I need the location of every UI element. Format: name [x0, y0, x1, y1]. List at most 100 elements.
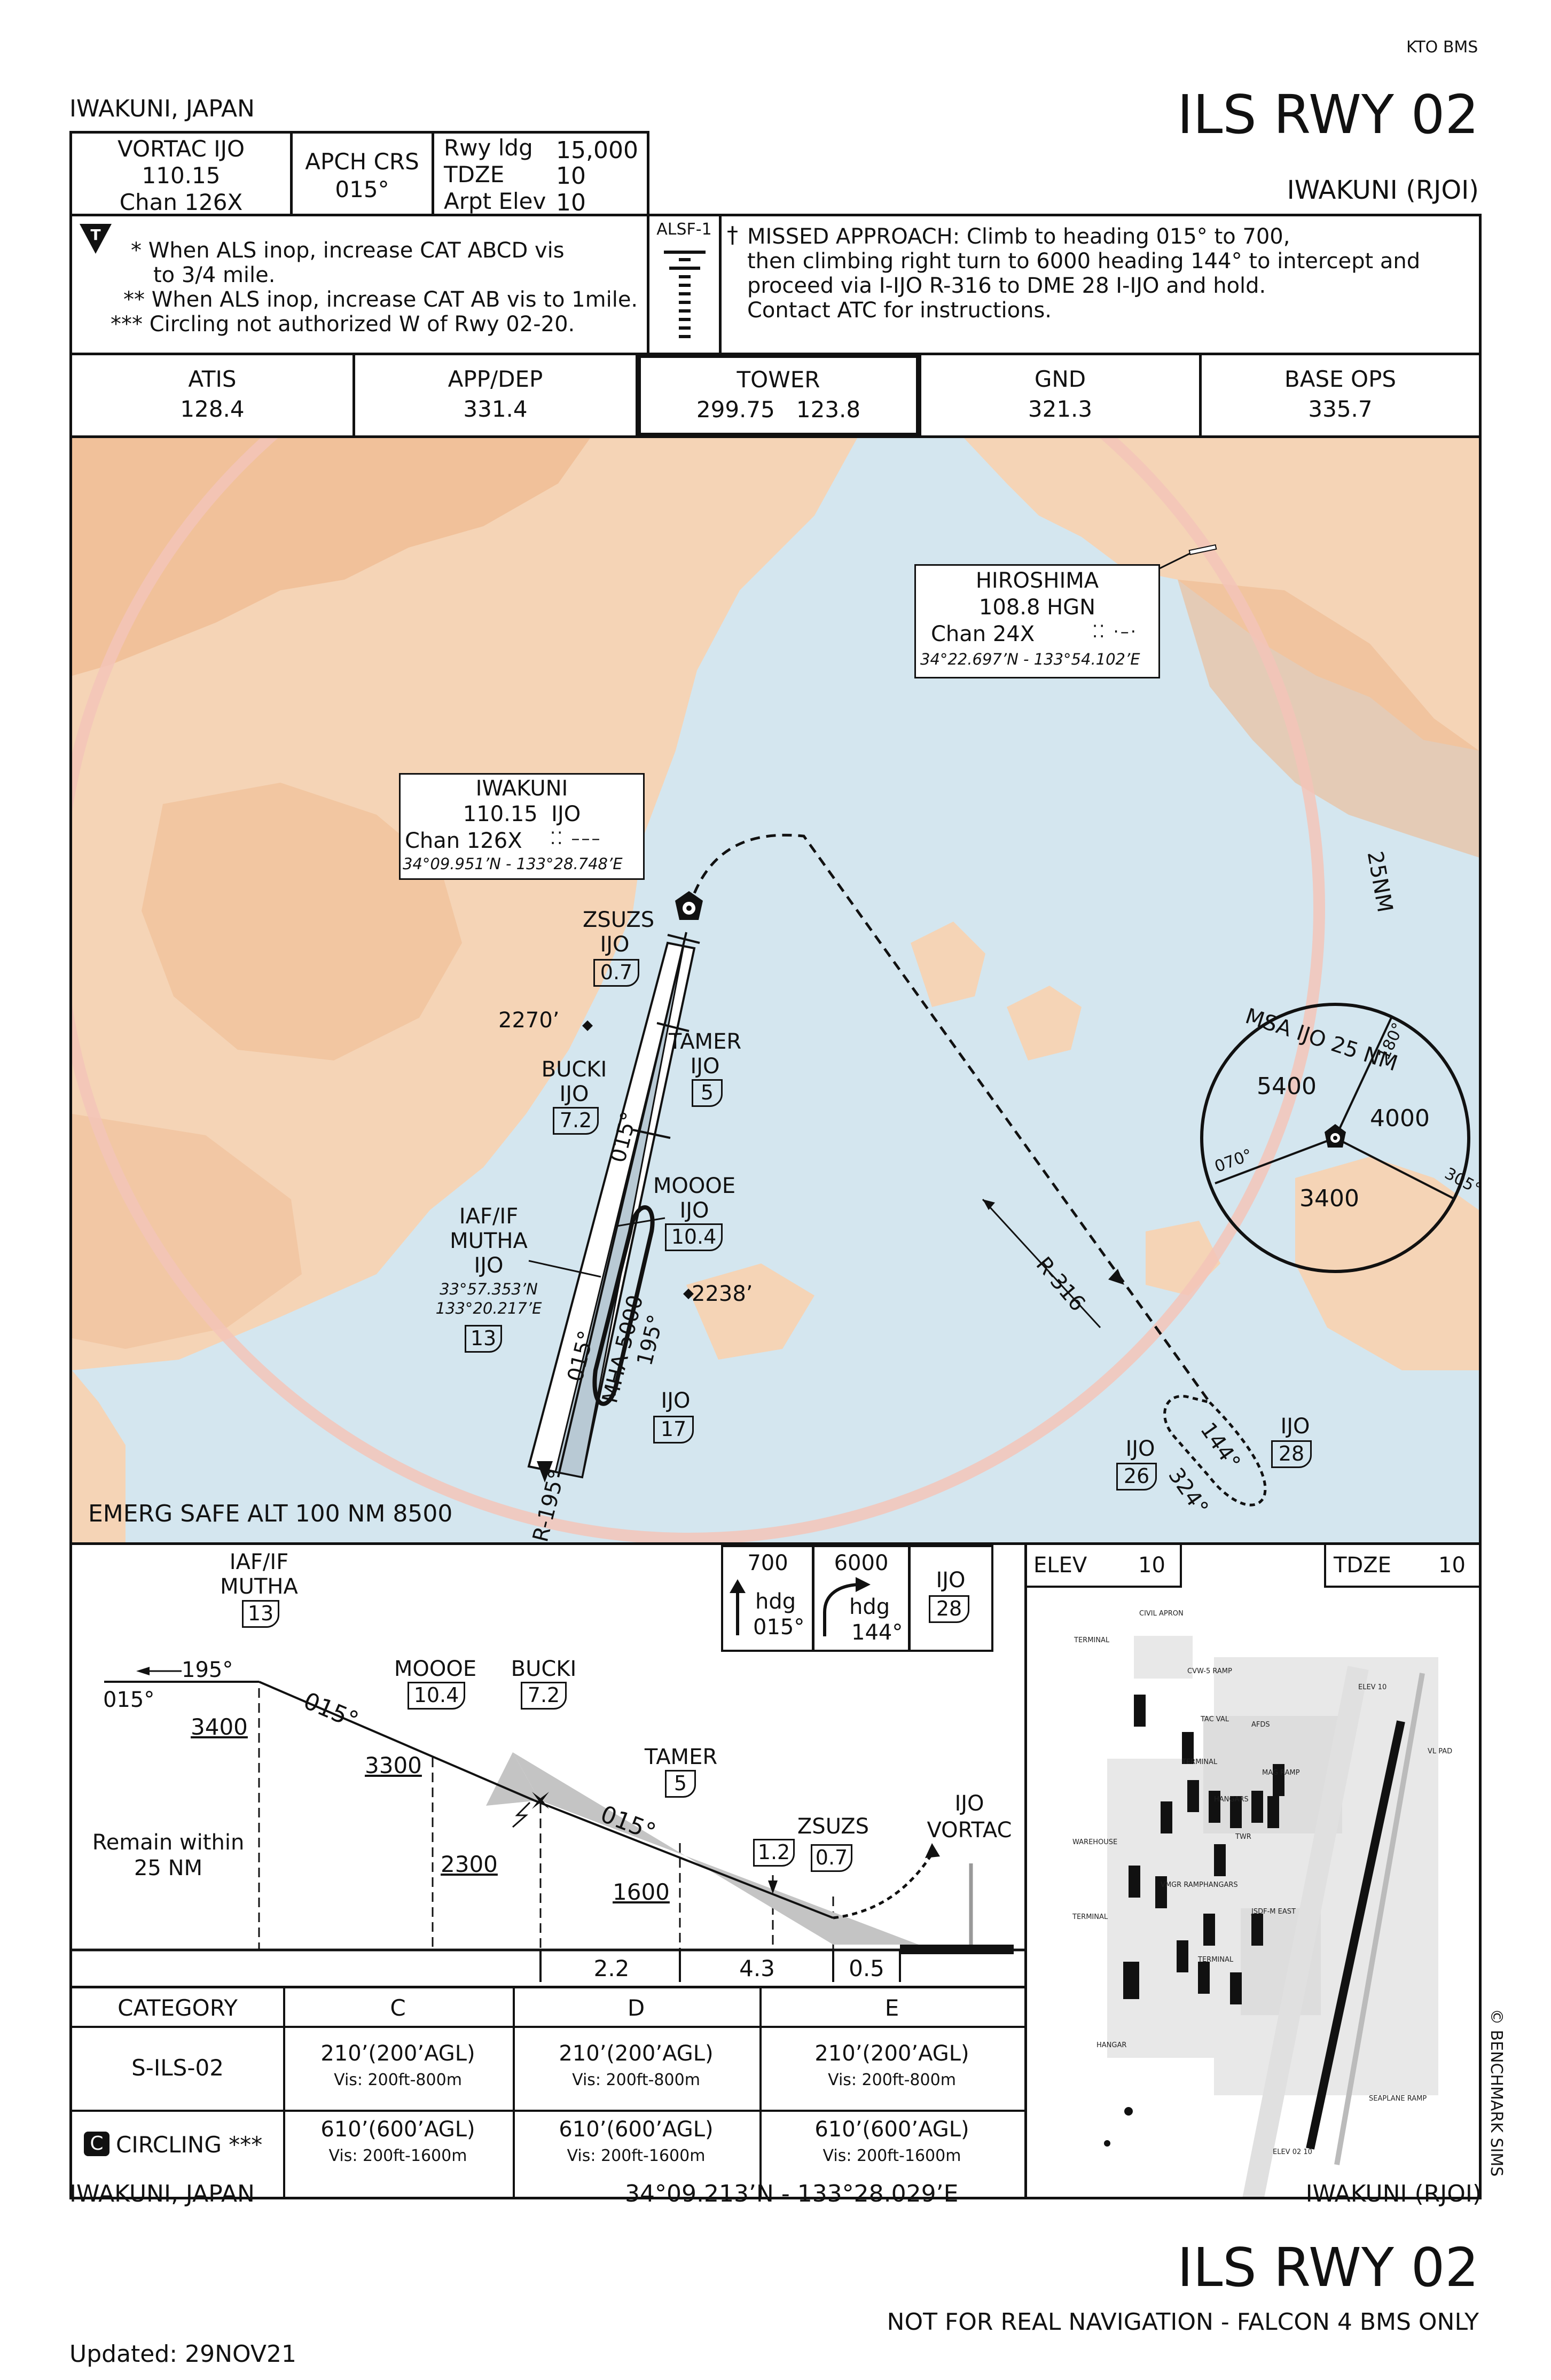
profile-vortac-l1: IJO [954, 1791, 984, 1816]
minima-row-circling-e-vis: Vis: 200ft-1600m [822, 2147, 961, 2165]
note-1b: to 3/4 mile. [153, 263, 276, 287]
bucki-dme: 7.2 [559, 1109, 592, 1132]
tdze-value: 10 [556, 162, 586, 190]
zsuzs-name: ZSUZS [583, 908, 655, 932]
tdze-label: TDZE [444, 161, 505, 188]
ad-label-civil: CIVIL APRON [1139, 1610, 1184, 1618]
bucki-name: BUCKI [541, 1057, 607, 1082]
minima-row-circling-e: 610’(600’AGL) [814, 2117, 969, 2142]
ma-step-1-up-arrow-icon [730, 1579, 746, 1635]
note-3: *** Circling not authorized W of Rwy 02-… [111, 312, 575, 337]
profile-alt-3400: 3400 [191, 1714, 248, 1740]
airport-diagram: ELEV 10 TDZE 10 [1024, 1542, 1482, 2199]
mutha-dme: 13 [470, 1326, 497, 1350]
hiroshima-chan: Chan 24X [931, 622, 1035, 646]
profile-moooe-dme: 10.4 [413, 1683, 459, 1707]
profile-mutha-l2: MUTHA [220, 1574, 298, 1599]
tdze-label: TDZE [1334, 1553, 1391, 1578]
tamer-sub: IJO [690, 1054, 720, 1079]
minima-col-divider-1 [283, 1988, 285, 2197]
dist-zsuzs-thr: 0.5 [849, 1955, 884, 1981]
footer-procedure: ILS RWY 02 [1177, 2236, 1479, 2299]
ad-label-mag: MAG RAMP [1262, 1769, 1300, 1777]
note-2: ** When ALS inop, increase CAT AB vis to… [123, 287, 638, 312]
profile-mutha-dme-box: 13 [242, 1600, 279, 1628]
iwakuni-morse-icon: ⁚⁚ ––– [550, 828, 602, 848]
arpt-elev-value: 10 [556, 189, 586, 216]
glideslope-intercept-icon [512, 1801, 531, 1828]
hiroshima-runway-icon [1188, 544, 1217, 556]
procedure-turn [592, 1205, 655, 1406]
tamer-dme: 5 [700, 1081, 714, 1104]
minima-row-ils-c-vis: Vis: 200ft-800m [334, 2071, 462, 2089]
mutha-lon: 133°20.217’E [435, 1299, 542, 1317]
minima-header-d: D [627, 1995, 645, 2021]
minima-row-ils-c: 210’(200’AGL) [320, 2041, 475, 2066]
profile-bucki-dme-box: 7.2 [521, 1682, 567, 1710]
ad-label-hangars-2: HANGARS [1203, 1881, 1238, 1889]
profile-moooe-name: MOOOE [394, 1657, 477, 1681]
minima-table: CATEGORY C D E S-ILS-02 210’(200’AGL) Vi… [69, 1986, 1027, 2199]
plan-view: HIROSHIMA 108.8 HGN Chan 24X ⁚⁚ ·–· 34°2… [69, 435, 1482, 1545]
ijo17-dme: 17 [660, 1417, 687, 1441]
tamer-fix-line [656, 1022, 690, 1032]
hiroshima-name: HIROSHIMA [975, 568, 1099, 593]
comm-tower-freq: 299.75 123.8 [696, 396, 861, 423]
ijo-vortac-icon [675, 891, 703, 920]
nav-name: VORTAC IJO [117, 136, 245, 162]
msa-circle [1200, 1003, 1470, 1273]
msa-sector-3400: 3400 [1299, 1185, 1359, 1212]
profile-195-arrow-icon [136, 1667, 150, 1675]
profile-inbound-195: 195° [182, 1658, 233, 1682]
range-ring-25nm [72, 438, 1325, 1542]
zsuzs-fix-line [667, 934, 700, 944]
remain-within-l2: 25 NM [134, 1856, 203, 1880]
ad-label-twr: TWR [1235, 1833, 1251, 1841]
msa-sector-5400: 5400 [1257, 1073, 1317, 1100]
apch-crs-value: 015° [335, 176, 389, 202]
minima-row-ils-e-vis: Vis: 200ft-800m [828, 2071, 956, 2089]
footer-airport: IWAKUNI (RJOI) [1305, 2180, 1482, 2207]
source-label: KTO BMS [1406, 38, 1478, 57]
notes-box: T * When ALS inop, increase CAT ABCD vis… [69, 214, 649, 355]
procedure-title: ILS RWY 02 [1177, 83, 1479, 146]
ad-label-jsdf: JSDF-M EAST [1251, 1908, 1296, 1916]
hiroshima-morse-icon: ⁚⁚ ·–· [1092, 621, 1138, 642]
profile-moooe-dme-box: 10.4 [408, 1682, 465, 1710]
bucki-sub: IJO [559, 1082, 589, 1106]
moooe-sub: IJO [679, 1198, 709, 1223]
spot-elevation-2: 2238’ [692, 1282, 753, 1306]
ma-step-2-alt: 6000 [834, 1551, 889, 1575]
glideslope-cone-tip [486, 1752, 539, 1806]
ad-label-elev02: ELEV 02 10 [1273, 2148, 1312, 2156]
ma-step-3-dme-box: 28 [929, 1595, 969, 1623]
profile-zsuzs-dme1-box: 1.2 [753, 1839, 795, 1867]
nav-chan: Chan 126X [119, 189, 243, 215]
missed-approach-dagger: † [727, 222, 738, 248]
footer-location: IWAKUNI, JAPAN [69, 2180, 255, 2207]
comm-base-ops-name: BASE OPS [1284, 366, 1397, 392]
minima-header-row [72, 1988, 1024, 2028]
minima-row-ils-d-vis: Vis: 200ft-800m [572, 2071, 700, 2089]
ad-label-terminal-4: TERMINAL [1197, 1956, 1234, 1964]
tdze-box: TDZE 10 [1324, 1545, 1479, 1588]
minima-row-ils-d: 210’(200’AGL) [559, 2041, 714, 2066]
dist-bucki-tamer: 2.2 [593, 1955, 630, 1981]
missed-approach-line-2: then climbing right turn to 6000 heading… [747, 249, 1421, 274]
zsuzs-fix-arrow-icon [768, 1880, 778, 1894]
profile-descent-path [258, 1681, 535, 1801]
missed-approach-line-1: MISSED APPROACH: Climb to heading 015° t… [747, 224, 1290, 249]
circling-badge-icon: C [84, 2132, 109, 2156]
bucki-dme-box: 7.2 [553, 1107, 599, 1135]
tamer-name: TAMER [668, 1029, 742, 1054]
ijo17-name: IJO [661, 1388, 691, 1413]
airport-diagram-drawing: CIVIL APRON TERMINAL CVW-5 RAMP TAC VAL … [1072, 1610, 1452, 2197]
ijo28-dme: 28 [1278, 1442, 1305, 1465]
profile-missed-arrow-icon [925, 1843, 940, 1858]
ad-label-terminal-3: TERMINAL [1072, 1913, 1108, 1921]
zsuzs-dme-box: 0.7 [593, 959, 639, 987]
minima-row-circling-d: 610’(600’AGL) [559, 2117, 714, 2142]
comm-atis-freq: 128.4 [180, 396, 245, 422]
location-top: IWAKUNI, JAPAN [69, 95, 255, 122]
main-runway [1306, 1720, 1405, 2150]
